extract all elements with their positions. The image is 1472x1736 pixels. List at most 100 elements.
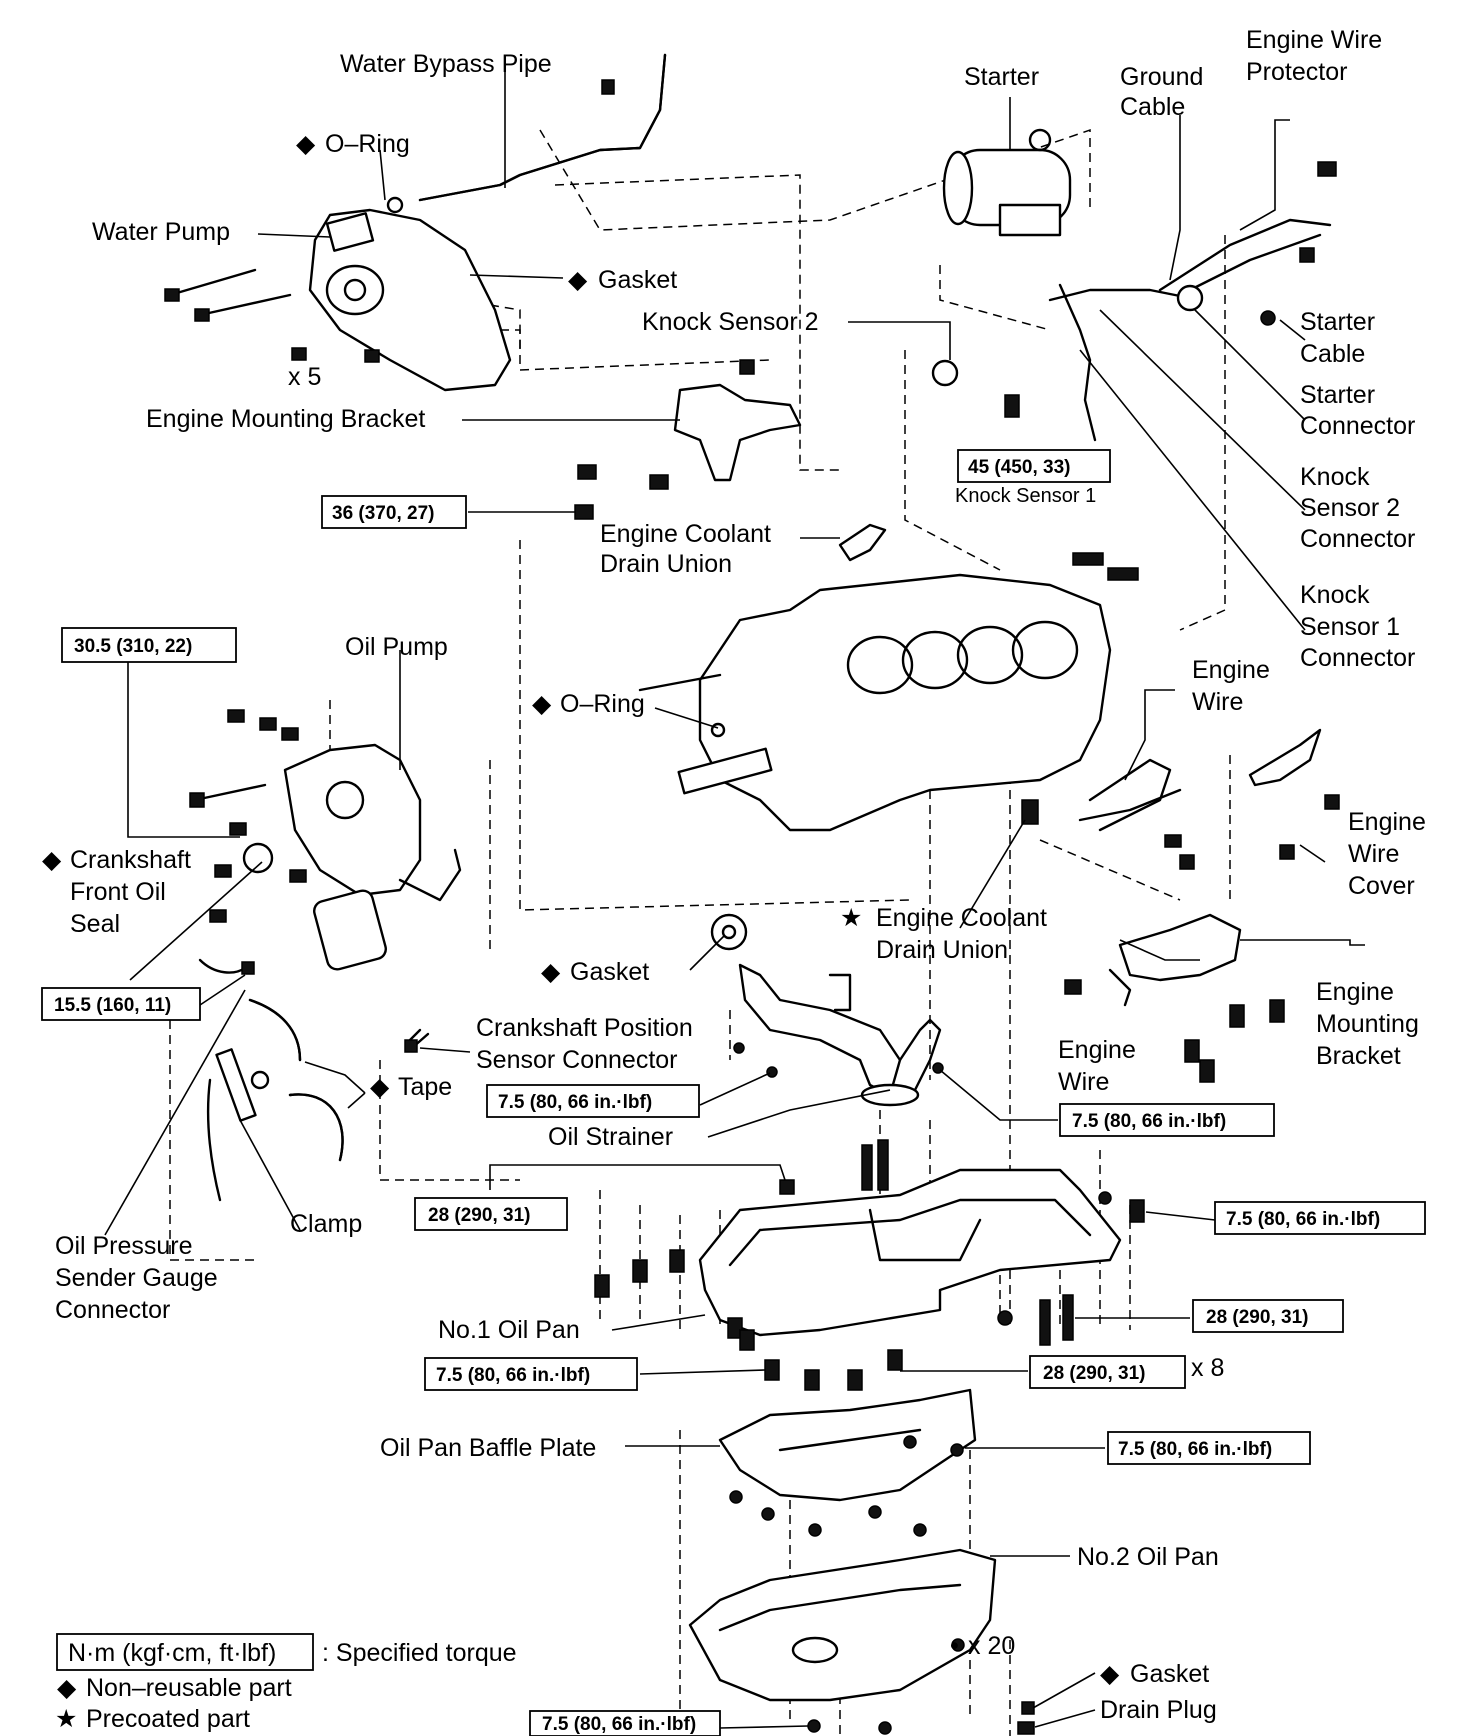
legend-diamond: ◆ bbox=[57, 1674, 77, 1702]
torque-strainer-left: 7.5 (80, 66 in.·lbf) bbox=[498, 1092, 652, 1113]
label-crankshaft-front-oil-seal-c: Seal bbox=[70, 910, 120, 938]
label-x5: x 5 bbox=[288, 363, 321, 391]
water-pump bbox=[308, 208, 512, 392]
label-engine-mounting-bracket-right-c: Bracket bbox=[1316, 1042, 1401, 1070]
label-starter: Starter bbox=[964, 63, 1039, 91]
oil-pump-bolts bbox=[189, 709, 726, 923]
torque-28-right: 28 (290, 31) bbox=[1206, 1307, 1308, 1328]
legend-precoated: Precoated part bbox=[86, 1705, 250, 1733]
label-oil-strainer: Oil Strainer bbox=[548, 1123, 673, 1151]
diamond-mark: ◆ bbox=[370, 1073, 390, 1101]
label-oil-pressure-sender-gauge-connector-a: Oil Pressure bbox=[55, 1232, 193, 1260]
starter-part bbox=[942, 128, 1072, 237]
label-engine-wire-protector-b: Protector bbox=[1246, 58, 1347, 86]
label-starter-cable-b: Cable bbox=[1300, 340, 1365, 368]
label-engine-mounting-bracket-right-a: Engine bbox=[1316, 978, 1394, 1006]
legend-non-reusable: Non–reusable part bbox=[86, 1674, 292, 1702]
label-gasket-bottom: Gasket bbox=[1130, 1660, 1209, 1688]
label-knock-sensor-1: Knock Sensor 1 bbox=[955, 485, 1096, 507]
torque-bottom: 7.5 (80, 66 in.·lbf) bbox=[542, 1714, 696, 1735]
knock-sensors bbox=[931, 359, 1020, 418]
label-engine-coolant-drain-union-1-a: Engine Coolant bbox=[600, 520, 771, 548]
label-knock-sensor-1-connector-b: Sensor 1 bbox=[1300, 613, 1400, 641]
label-oil-pressure-sender-gauge-connector-c: Connector bbox=[55, 1296, 170, 1324]
legend-unit-desc: : Specified torque bbox=[322, 1639, 517, 1667]
label-tape: Tape bbox=[398, 1073, 452, 1101]
label-clamp: Clamp bbox=[290, 1210, 362, 1238]
label-oil-pan-baffle-plate: Oil Pan Baffle Plate bbox=[380, 1434, 596, 1462]
torque-boxes: 45 (450, 33) 36 (370, 27) 30.5 (310, 22)… bbox=[41, 449, 1426, 1736]
diamond-mark: ◆ bbox=[296, 130, 316, 158]
torque-30-5: 30.5 (310, 22) bbox=[74, 636, 192, 657]
engine-coolant-drain-union-lower-part bbox=[1021, 799, 1039, 825]
oil-pump-part bbox=[242, 743, 462, 971]
label-x20: x 20 bbox=[968, 1632, 1015, 1660]
label-engine-mounting-bracket-right-b: Mounting bbox=[1316, 1010, 1419, 1038]
bolt-dot-mark: • bbox=[950, 1632, 959, 1660]
label-engine-coolant-drain-union-2-b: Drain Union bbox=[876, 936, 1008, 964]
label-knock-sensor-1-connector-c: Connector bbox=[1300, 644, 1415, 672]
cylinder-block bbox=[638, 552, 1139, 832]
label-starter-connector-a: Starter bbox=[1300, 381, 1375, 409]
no2-oil-pan-part bbox=[688, 1548, 1035, 1735]
label-engine-wire-cover-a: Engine bbox=[1348, 808, 1426, 836]
label-crankshaft-front-oil-seal-a: Crankshaft bbox=[70, 846, 191, 874]
label-drain-plug: Drain Plug bbox=[1100, 1696, 1217, 1724]
label-o-ring-top: O–Ring bbox=[325, 130, 410, 158]
label-engine-wire-upper-b: Wire bbox=[1192, 688, 1243, 716]
engine-wire-right-part bbox=[1078, 728, 1340, 870]
label-gasket-mid: Gasket bbox=[570, 958, 649, 986]
oil-pan-bolts bbox=[594, 1199, 1145, 1391]
engine-mounting-bracket-upper bbox=[574, 359, 802, 520]
torque-knock-sensor-1: 45 (450, 33) bbox=[968, 457, 1070, 478]
label-knock-sensor-2-connector-c: Connector bbox=[1300, 525, 1415, 553]
oil-strainer-part bbox=[710, 913, 944, 1107]
torque-28-x8: 28 (290, 31) bbox=[1043, 1363, 1145, 1384]
hoses-and-clamps bbox=[198, 958, 430, 1202]
diamond-mark: ◆ bbox=[42, 846, 62, 874]
label-engine-wire-lower-a: Engine bbox=[1058, 1036, 1136, 1064]
legend-unit-box: N·m (kgf·cm, ft·lbf) bbox=[68, 1639, 276, 1667]
engine-coolant-drain-union-part bbox=[838, 523, 887, 562]
label-crankshaft-front-oil-seal-b: Front Oil bbox=[70, 878, 166, 906]
diamond-mark: ◆ bbox=[568, 266, 588, 294]
label-x8: x 8 bbox=[1191, 1354, 1224, 1382]
torque-pan-left: 7.5 (80, 66 in.·lbf) bbox=[436, 1365, 590, 1386]
diamond-mark: ◆ bbox=[532, 690, 552, 718]
label-water-pump: Water Pump bbox=[92, 218, 230, 246]
oil-pan-baffle-plate-part bbox=[718, 1388, 977, 1537]
label-ground-cable-b: Cable bbox=[1120, 93, 1185, 121]
label-crankshaft-position-sensor-connector-a: Crankshaft Position bbox=[476, 1014, 693, 1042]
label-starter-cable-a: Starter bbox=[1300, 308, 1375, 336]
part-labels: Water Bypass Pipe ◆ O–Ring Water Pump ◆ … bbox=[42, 26, 1426, 1724]
label-engine-coolant-drain-union-2-a: Engine Coolant bbox=[876, 904, 1047, 932]
water-bypass-pipe bbox=[386, 53, 667, 214]
engine-wire-protector-part bbox=[1048, 161, 1337, 442]
torque-15-5: 15.5 (160, 11) bbox=[54, 995, 171, 1016]
label-starter-connector-b: Connector bbox=[1300, 412, 1415, 440]
torque-36: 36 (370, 27) bbox=[332, 503, 434, 524]
label-gasket-top: Gasket bbox=[598, 266, 677, 294]
label-engine-wire-upper-a: Engine bbox=[1192, 656, 1270, 684]
label-water-bypass-pipe: Water Bypass Pipe bbox=[340, 50, 552, 78]
legend-star: ★ bbox=[55, 1705, 77, 1733]
label-oil-pump: Oil Pump bbox=[345, 633, 448, 661]
label-no2-oil-pan: No.2 Oil Pan bbox=[1077, 1543, 1219, 1571]
label-engine-coolant-drain-union-1-b: Drain Union bbox=[600, 550, 732, 578]
no1-oil-pan-part bbox=[698, 1139, 1122, 1337]
label-knock-sensor-2: Knock Sensor 2 bbox=[642, 308, 819, 336]
label-knock-sensor-1-connector-a: Knock bbox=[1300, 581, 1370, 609]
star-mark: ★ bbox=[840, 904, 862, 932]
label-no1-oil-pan: No.1 Oil Pan bbox=[438, 1316, 580, 1344]
diamond-mark: ◆ bbox=[541, 958, 561, 986]
torque-pan-right: 7.5 (80, 66 in.·lbf) bbox=[1226, 1209, 1380, 1230]
leader-lines bbox=[104, 65, 1365, 1729]
legend: N·m (kgf·cm, ft·lbf) : Specified torque … bbox=[55, 1633, 517, 1733]
label-knock-sensor-2-connector-a: Knock bbox=[1300, 463, 1370, 491]
engine-mounting-bracket-lower bbox=[1064, 913, 1285, 1083]
label-o-ring-mid: O–Ring bbox=[560, 690, 645, 718]
label-engine-mounting-bracket-left: Engine Mounting Bracket bbox=[146, 405, 425, 433]
label-engine-wire-cover-c: Cover bbox=[1348, 872, 1415, 900]
torque-28-left: 28 (290, 31) bbox=[428, 1205, 530, 1226]
